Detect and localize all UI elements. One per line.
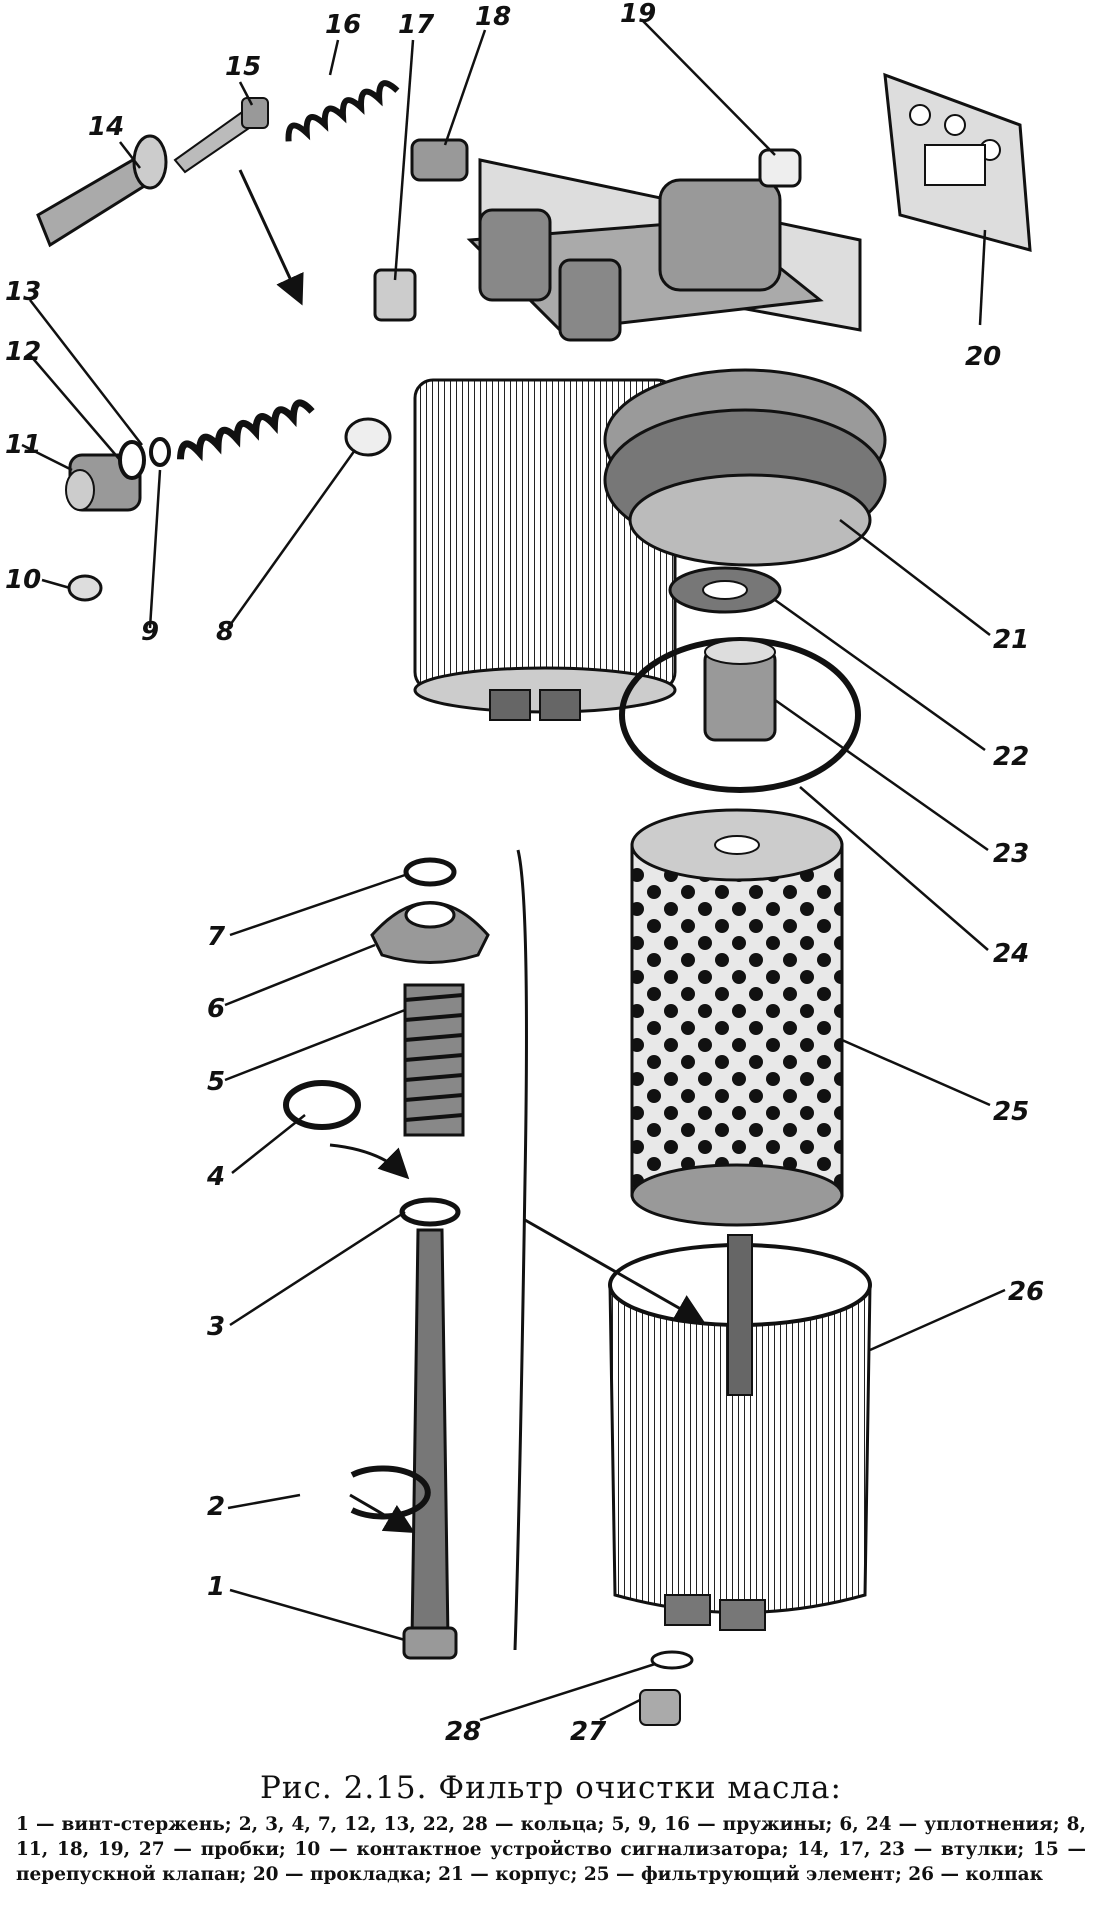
ring-22 bbox=[668, 566, 782, 614]
plug-8 bbox=[344, 417, 392, 457]
legend-item: 26 — колпак bbox=[908, 1864, 1044, 1885]
label-8: 8 bbox=[216, 617, 234, 647]
label-22: 22 bbox=[993, 742, 1029, 772]
spring-16 bbox=[285, 80, 400, 142]
legend-item: 1 — винт-стержень; bbox=[16, 1814, 232, 1835]
label-15: 15 bbox=[225, 52, 261, 82]
label-10: 10 bbox=[5, 565, 41, 595]
label-14: 14 bbox=[88, 112, 124, 142]
caption-title: Рис. 2.15. Фильтр очистки масла: bbox=[260, 1770, 842, 1806]
label-5: 5 bbox=[207, 1067, 225, 1097]
legend-item: 20 — прокладка; bbox=[252, 1864, 432, 1885]
spring-5 bbox=[403, 983, 465, 1137]
label-3: 3 bbox=[207, 1312, 225, 1342]
legend-item: 25 — фильтрующий элемент; bbox=[583, 1864, 902, 1885]
spring-9 bbox=[176, 399, 315, 462]
screw-rod-1 bbox=[402, 1228, 458, 1660]
ring-7 bbox=[403, 857, 457, 887]
label-16: 16 bbox=[325, 10, 361, 40]
ring-12 bbox=[118, 440, 146, 480]
label-4: 4 bbox=[206, 1162, 225, 1192]
bushing-23 bbox=[703, 639, 777, 742]
label-26: 26 bbox=[1008, 1277, 1044, 1307]
label-20: 20 bbox=[965, 342, 1001, 372]
legend-item: 8, 11, 18, 19, 27 — пробки; bbox=[16, 1814, 1086, 1860]
plug-27 bbox=[639, 1689, 681, 1726]
bushing-14 bbox=[36, 134, 168, 248]
label-2: 2 bbox=[207, 1492, 225, 1522]
label-9: 9 bbox=[141, 617, 159, 647]
plug-18 bbox=[410, 138, 469, 182]
legend-item: 5, 9, 16 — пружины; bbox=[611, 1814, 833, 1835]
filter-element-25 bbox=[630, 808, 844, 1227]
legend-item: 6, 24 — уплотнения; bbox=[839, 1814, 1060, 1835]
contact-10 bbox=[67, 574, 103, 602]
label-27: 27 bbox=[570, 1717, 607, 1747]
label-12: 12 bbox=[5, 337, 41, 367]
label-13: 13 bbox=[5, 277, 41, 307]
ring-2 bbox=[350, 1465, 431, 1520]
label-6: 6 bbox=[207, 994, 225, 1024]
legend-item: 21 — корпус; bbox=[438, 1864, 578, 1885]
exploded-diagram: 1 2 3 4 5 6 7 8 9 10 11 12 13 14 15 16 1… bbox=[5, 0, 1044, 1747]
housing bbox=[413, 158, 887, 721]
caption-legend: 1 — винт-стержень; 2, 3, 4, 7, 12, 13, 2… bbox=[16, 1812, 1086, 1887]
label-24: 24 bbox=[993, 939, 1029, 969]
label-11: 11 bbox=[5, 430, 41, 460]
leader-lines bbox=[21, 19, 1006, 1722]
label-17: 17 bbox=[398, 10, 435, 40]
valve-15 bbox=[173, 97, 269, 174]
ring-28 bbox=[650, 1650, 694, 1670]
legend-item: 2, 3, 4, 7, 12, 13, 22, 28 — кольца; bbox=[238, 1814, 605, 1835]
label-28: 28 bbox=[445, 1717, 481, 1747]
legend-item: 14, 17, 23 — втулки; bbox=[797, 1839, 1025, 1860]
legend-item: 15 — перепускной клапан; bbox=[16, 1839, 1086, 1885]
plug-19 bbox=[758, 148, 802, 188]
label-19: 19 bbox=[620, 0, 656, 29]
figure-caption: Рис. 2.15. Фильтр очистки масла: 1 — вин… bbox=[16, 1770, 1086, 1887]
ring-3 bbox=[399, 1197, 461, 1227]
label-23: 23 bbox=[993, 839, 1029, 869]
bowl-26 bbox=[608, 1234, 872, 1631]
label-25: 25 bbox=[993, 1097, 1029, 1127]
label-1: 1 bbox=[207, 1572, 225, 1602]
legend-item: 10 — контактное устройство сигнализатора… bbox=[294, 1839, 789, 1860]
label-7: 7 bbox=[207, 922, 226, 952]
ring-13 bbox=[149, 437, 171, 467]
gasket-20 bbox=[883, 72, 1032, 253]
label-21: 21 bbox=[993, 625, 1029, 655]
label-18: 18 bbox=[475, 2, 511, 32]
seal-6 bbox=[370, 901, 490, 964]
